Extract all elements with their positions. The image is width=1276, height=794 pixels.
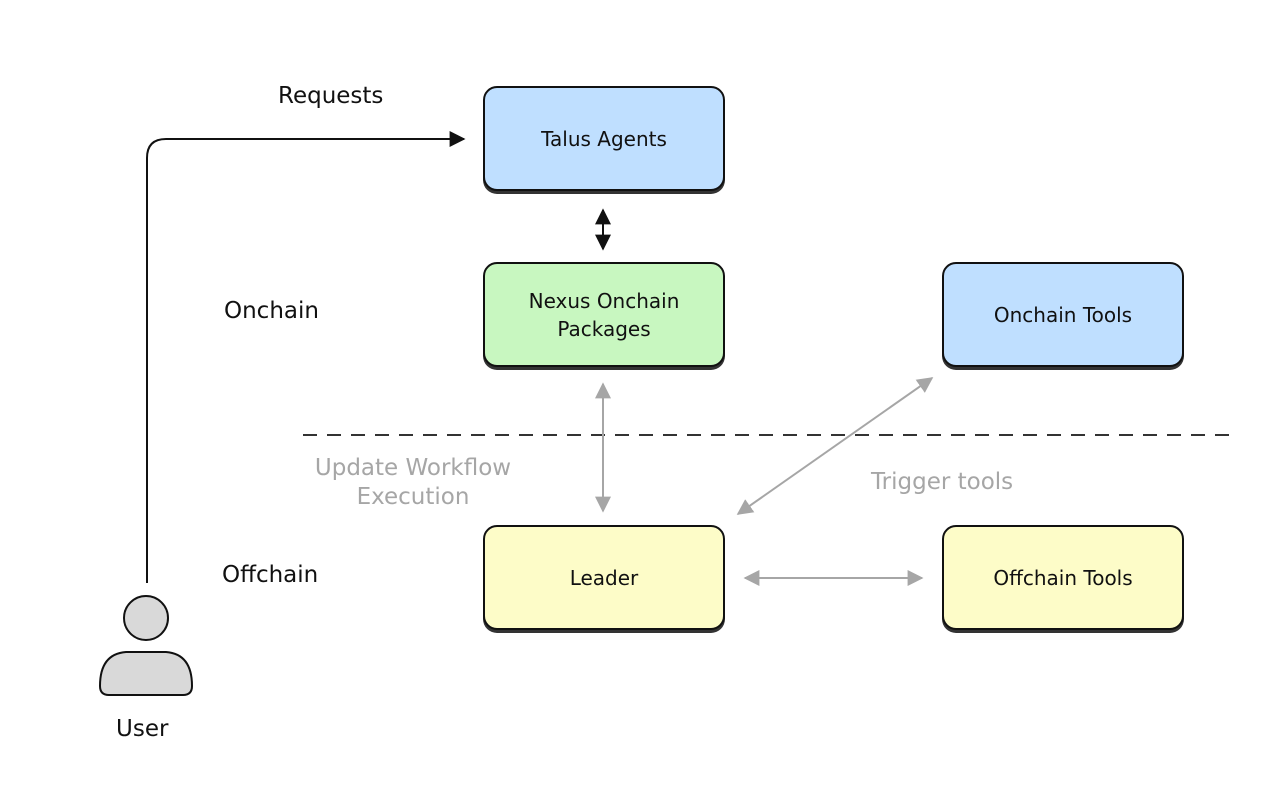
leader-node: Leader — [483, 525, 725, 630]
nexus-onchain-packages-label: Nexus Onchain Packages — [528, 288, 680, 341]
talus-agents-node: Talus Agents — [483, 86, 725, 191]
requests-connector — [146, 131, 466, 583]
trigger-tools-label: Trigger tools — [871, 469, 1014, 495]
offchain-tools-label: Offchain Tools — [993, 565, 1133, 590]
onchain-tools-node: Onchain Tools — [942, 262, 1184, 367]
talus-agents-label: Talus Agents — [541, 126, 667, 151]
onchain-section-label: Onchain — [224, 298, 319, 324]
leader-onchain-tools-connector — [736, 377, 934, 515]
nexus-onchain-packages-node: Nexus Onchain Packages — [483, 262, 725, 367]
leader-label: Leader — [569, 565, 639, 590]
update-workflow-execution-label: Update Workflow Execution — [314, 455, 512, 510]
offchain-section-label: Offchain — [222, 562, 319, 588]
user-label: User — [116, 716, 169, 742]
requests-label: Requests — [278, 83, 384, 109]
onchain-tools-label: Onchain Tools — [993, 302, 1133, 327]
offchain-tools-node: Offchain Tools — [942, 525, 1184, 630]
user-icon — [98, 595, 194, 696]
